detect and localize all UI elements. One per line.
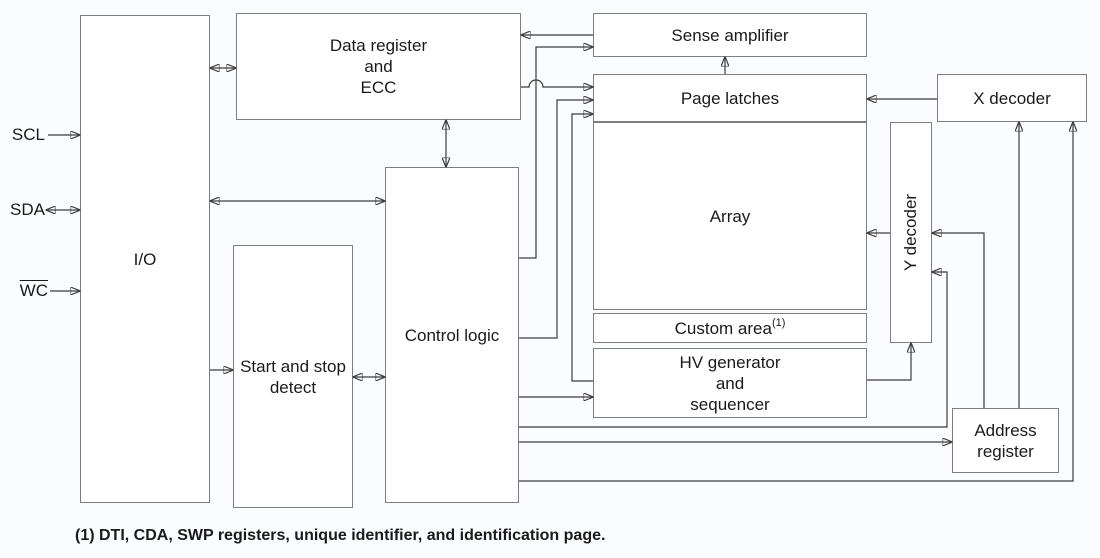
data-register-line-1: Data register (329, 36, 428, 55)
custom-area-text: Custom area (674, 318, 772, 338)
block-custom-area: Custom area(1) (593, 313, 867, 343)
wire-hv-generator-to-page-latches (571, 114, 593, 382)
signal-label-wc-active-low: WC (5, 282, 48, 300)
block-address-register: Address register (952, 408, 1059, 473)
block-data-register-ecc: Data register and ECC (236, 13, 521, 120)
address-register-line-2: register (977, 441, 1034, 461)
start-stop-line-2: detect (269, 377, 317, 397)
wire-data-register-to-page-latches (521, 79, 593, 87)
scl-text: SCL (11, 125, 45, 144)
signal-label-sda: SDA (5, 201, 45, 219)
block-page-latches: Page latches (593, 74, 867, 122)
hv-generator-line-2: and (715, 373, 745, 393)
hv-generator-line-3: sequencer (690, 394, 770, 414)
block-sense-amplifier: Sense amplifier (593, 13, 867, 57)
wire-hv-generator-to-y-decoder (867, 343, 911, 381)
custom-area-label: Custom area(1) (674, 316, 786, 339)
array-label: Array (709, 206, 751, 226)
page-latches-label: Page latches (680, 88, 780, 108)
signal-label-scl: SCL (5, 126, 45, 144)
start-stop-line-1: Start and stop (240, 356, 346, 376)
wire-address-register-to-y-decoder (932, 233, 985, 408)
hv-generator-line-1: HV generator (679, 352, 781, 372)
block-io: I/O (80, 15, 210, 503)
wire-control-logic-to-page-latches (519, 100, 593, 339)
block-array: Array (593, 122, 867, 310)
y-decoder-label: Y decoder (901, 193, 921, 272)
wc-text: WC (19, 281, 48, 300)
sense-amplifier-label: Sense amplifier (671, 25, 789, 45)
block-x-decoder: X decoder (937, 74, 1087, 122)
block-y-decoder: Y decoder (890, 122, 932, 343)
custom-area-footnote-ref: (1) (771, 316, 786, 329)
footnote: (1) DTI, CDA, SWP registers, unique iden… (75, 527, 606, 544)
block-hv-generator-sequencer: HV generator and sequencer (593, 348, 867, 418)
address-register-line-1: Address (974, 420, 1037, 440)
io-label: I/O (133, 249, 157, 269)
control-logic-label: Control logic (404, 325, 500, 345)
block-start-stop-detect: Start and stop detect (233, 245, 353, 508)
sda-text: SDA (10, 200, 45, 219)
wire-control-logic-to-sense-amp (519, 47, 593, 259)
block-control-logic: Control logic (385, 167, 519, 503)
data-register-line-2: and (364, 57, 393, 76)
x-decoder-label: X decoder (973, 88, 1051, 108)
data-register-line-3: ECC (360, 78, 397, 97)
